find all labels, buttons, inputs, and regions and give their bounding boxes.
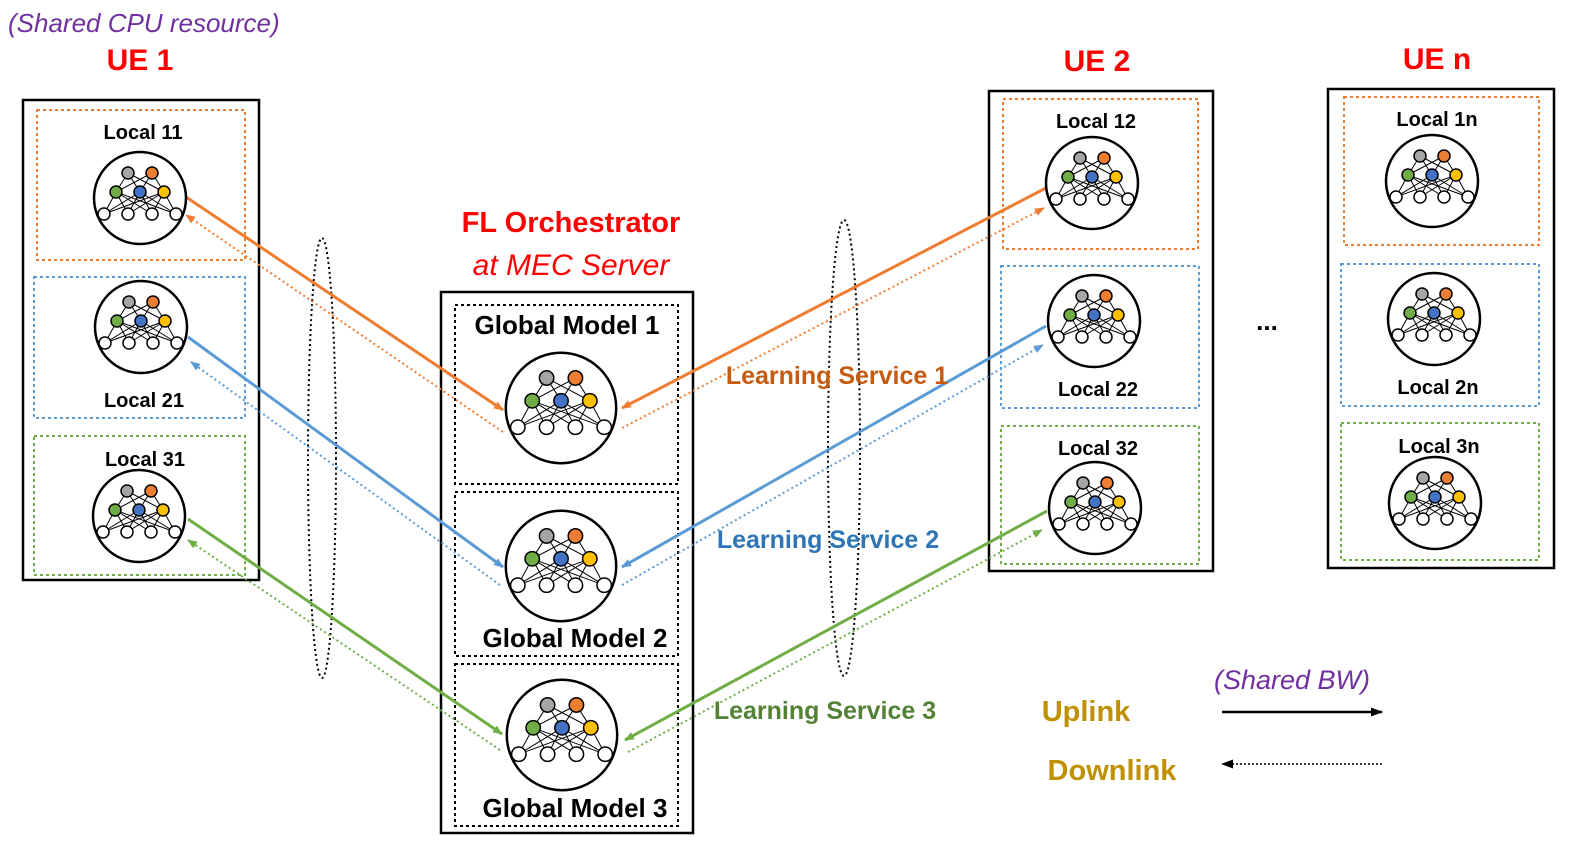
downlink-ue1-service1 [185,214,504,433]
downlink-ue1-service2 [190,361,501,586]
legend-uplink-label: Uplink [1042,696,1131,728]
global-model-3-icon [505,678,619,792]
mec-server-box [439,290,695,835]
local-21-model-icon [93,279,189,375]
uplink-ue1-service1 [185,195,504,412]
global-model-1-icon [504,351,618,465]
uplink-ue2-service3 [624,509,1048,742]
cpu-annotation: (Shared CPU resource) [8,8,280,38]
local-12-model-icon [1044,135,1140,231]
orchestrator-title: FL Orchestrator [462,207,681,239]
uen-slot-3 [1340,422,1540,561]
model-icons [91,133,1483,792]
global-model-2-icon [504,509,618,623]
global-model-3-label: Global Model 3 [483,793,668,823]
local-32-label: Local 32 [1058,438,1138,460]
uen-box [1326,87,1556,570]
local-31-label: Local 31 [105,449,185,471]
local-11-label: Local 11 [104,122,183,144]
local-32-model-icon [1047,460,1143,556]
ue1-title: UE 1 [107,44,174,77]
ue2-title: UE 2 [1064,45,1131,78]
uen-slot-2 [1340,263,1540,407]
ue2-box [987,89,1215,573]
uplink-ue2-service1 [621,186,1047,410]
channel-ellipse-left [307,237,337,679]
uplink-ue1-service2 [187,335,504,569]
local-22-model-icon [1046,273,1142,369]
learning-service-2-label: Learning Service 2 [717,526,939,554]
local-12-label: Local 12 [1056,111,1136,133]
local-3n-label: Local 3n [1398,436,1479,458]
uen-slot-1 [1343,96,1540,246]
ue1-box [21,98,261,582]
ue1-slot-3 [33,435,246,576]
ue2-slot-3 [1000,425,1200,565]
downlink-ue2-service3 [627,529,1043,753]
uen-title: UE n [1403,43,1471,76]
downlink-ue2-service2 [621,344,1044,586]
global-slot-2 [454,491,679,657]
shared-bw-annotation: (Shared BW) [1214,665,1370,695]
learning-service-3-label: Learning Service 3 [714,697,936,725]
global-slot-1 [454,304,679,485]
links [185,186,1048,753]
downlink-ue2-service1 [621,207,1045,429]
ue1-slot-2 [33,276,246,419]
more-ues-ellipsis: ... [1256,306,1278,336]
local-22-label: Local 22 [1058,379,1138,401]
learning-service-1-label: Learning Service 1 [726,362,948,390]
orchestrator-subtitle: at MEC Server [473,249,671,282]
ue2-slot-2 [1000,265,1200,409]
legend-downlink-label: Downlink [1048,755,1178,787]
local-2n-model-icon [1386,271,1482,367]
uplink-ue1-service3 [187,517,503,736]
ue1-slot-1 [36,109,246,261]
local-21-label: Local 21 [104,390,184,412]
global-model-1-label: Global Model 1 [475,310,660,340]
local-1n-model-icon [1384,133,1480,229]
channel-ellipse-right [827,219,861,677]
local-2n-label: Local 2n [1397,377,1478,399]
uplink-ue2-service2 [621,324,1047,569]
local-3n-model-icon [1387,455,1483,551]
global-model-2-label: Global Model 2 [483,623,668,653]
local-11-model-icon [92,150,188,246]
local-31-model-icon [91,468,187,564]
downlink-ue1-service3 [187,539,501,751]
local-1n-label: Local 1n [1396,109,1477,131]
ue2-slot-1 [1002,98,1199,250]
